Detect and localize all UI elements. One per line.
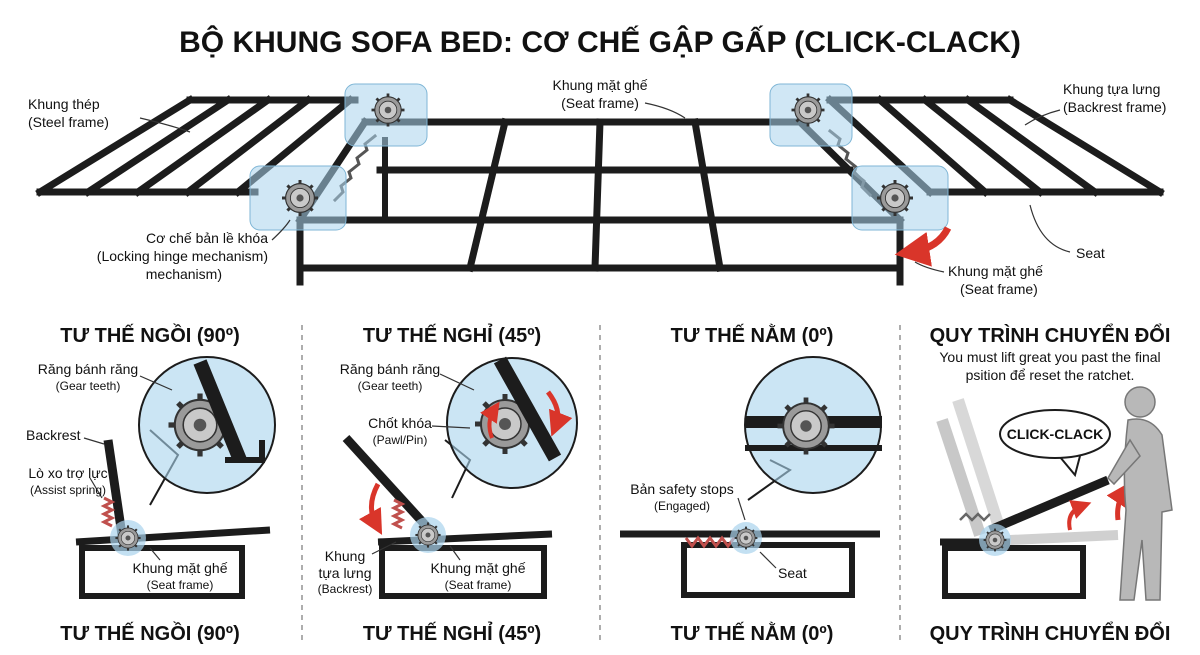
svg-text:(Steel frame): (Steel frame) — [28, 114, 109, 130]
person-figure — [1107, 386, 1173, 601]
backrest-label: Backrest — [26, 427, 81, 443]
svg-text:tựa lưng: tựa lưng — [319, 565, 372, 581]
hinge-highlights — [249, 83, 949, 231]
page-title: BỘ KHUNG SOFA BED: CƠ CHẾ GẬP GẤP (CLICK… — [179, 25, 1021, 59]
panel-lying: TƯ THẾ NẰM (0º) Bản safety stops (Engage… — [620, 323, 882, 645]
svg-text:(Gear teeth): (Gear teeth) — [56, 379, 121, 393]
panel-dividers — [301, 325, 901, 645]
steel-frame-label: Khung thép — [28, 96, 100, 112]
click-clack-bubble: CLICK-CLACK — [1007, 426, 1103, 442]
panel-sitting: TƯ THẾ NGỒI (90º) Răng bánh răng (Gear t… — [26, 323, 276, 645]
svg-text:(Pawl/Pin): (Pawl/Pin) — [373, 433, 428, 447]
svg-text:(Engaged): (Engaged) — [654, 499, 710, 513]
seat-label: Seat — [778, 565, 807, 581]
seat-label: Seat — [1076, 245, 1105, 261]
fold-arrow — [894, 226, 952, 267]
panel-footer: QUY TRÌNH CHUYỂN ĐỔI — [930, 621, 1171, 645]
svg-text:(Seat frame): (Seat frame) — [561, 95, 639, 111]
svg-text:(Gear teeth): (Gear teeth) — [358, 379, 423, 393]
panel-header: QUY TRÌNH CHUYỂN ĐỔI — [930, 323, 1171, 347]
panel-footer: TƯ THẾ NGHỈ (45º) — [363, 622, 541, 645]
panel-footer: TƯ THẾ NẰM (0º) — [671, 621, 834, 645]
backrest-frame-left — [35, 95, 359, 197]
svg-text:(Backrest frame): (Backrest frame) — [1063, 99, 1166, 115]
svg-text:(Backrest): (Backrest) — [318, 582, 373, 596]
panel-reclining: TƯ THẾ NGHỈ (45º) Răng bánh răng (Gear t… — [318, 324, 578, 645]
conversion-note: You must lift great you past the final — [939, 349, 1160, 365]
svg-text:(Seat frame): (Seat frame) — [960, 281, 1038, 297]
svg-text:(Seat frame): (Seat frame) — [147, 578, 214, 592]
gear-teeth-label: Răng bánh răng — [340, 361, 440, 377]
seat-frame-label: Khung mặt ghế — [431, 560, 526, 576]
svg-text:(Assist spring): (Assist spring) — [30, 483, 106, 497]
panel-header: TƯ THẾ NGHỈ (45º) — [363, 324, 541, 347]
panel-header: TƯ THẾ NẰM (0º) — [671, 323, 834, 347]
seat-frame-right-label: Khung mặt ghế — [948, 263, 1043, 279]
top-labels: Khung thép (Steel frame) Khung mặt ghế (… — [28, 77, 1166, 297]
hinge-label: Cơ chế bản lề khóa — [146, 230, 268, 246]
backrest-frame-label: Khung tựa lưng — [1063, 81, 1160, 97]
panel-conversion: QUY TRÌNH CHUYỂN ĐỔI You must lift great… — [930, 323, 1173, 645]
seat-frame-label: Khung mặt ghế — [133, 560, 228, 576]
gear-teeth-label: Răng bánh răng — [38, 361, 138, 377]
panel-header: TƯ THẾ NGỒI (90º) — [60, 323, 239, 347]
pawl-label: Chốt khóa — [368, 415, 432, 431]
seat-frame-label: Khung mặt ghế — [553, 77, 648, 93]
backrest-label: Khung — [325, 548, 365, 564]
safety-stops-label: Bản safety stops — [630, 481, 734, 497]
svg-text:(Seat frame): (Seat frame) — [445, 578, 512, 592]
assist-spring-label: Lò xo trợ lực — [28, 465, 107, 481]
svg-text:mechanism): mechanism) — [146, 266, 222, 282]
svg-text:psition để reset the ratchet.: psition để reset the ratchet. — [966, 367, 1135, 383]
svg-text:(Locking hinge mechanism): (Locking hinge mechanism) — [97, 248, 268, 264]
panel-footer: TƯ THẾ NGỒI (90º) — [60, 621, 239, 645]
